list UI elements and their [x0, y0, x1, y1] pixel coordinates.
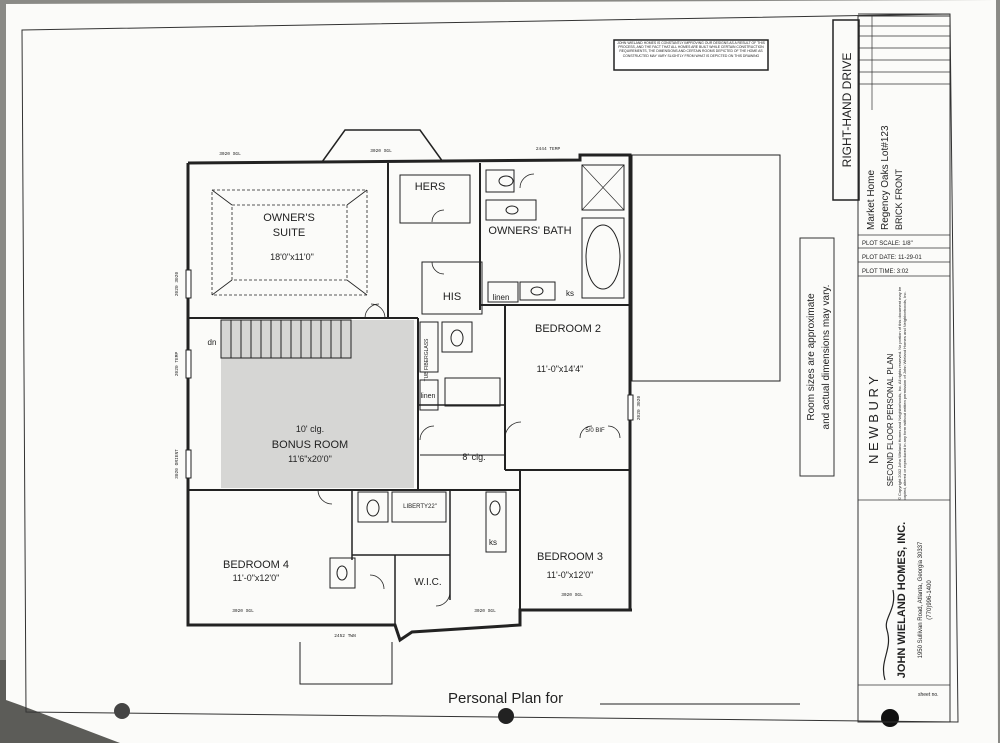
linen-label-2: linen: [421, 393, 436, 400]
hall-ceiling: 8' clg.: [462, 452, 485, 462]
title-block: RIGHT-HAND DRIVE Market Home Regency Oak…: [832, 13, 951, 723]
plan-desc: SECOND FLOOR PERSONAL PLAN: [886, 353, 895, 486]
bedroom3-label: BEDROOM 3: [537, 551, 603, 563]
plot-time: PLOT TIME: 3:02: [862, 269, 909, 275]
window-tag-left-mid: 2020 TEMP: [174, 352, 180, 377]
window-tag-bottom-right-1: 3020 SGL: [474, 608, 496, 614]
window-tag-left-lower: 3020 ORIENT: [174, 449, 180, 479]
window-tag-bottom-left: 3020 SGL: [232, 608, 254, 614]
room-size-note: Room sizes are approximate and actual di…: [799, 237, 835, 477]
owners-bath-label: OWNERS' BATH: [488, 225, 571, 237]
dn-label: dn: [208, 338, 217, 347]
note-line-1: Room sizes are approximate: [806, 293, 817, 421]
window-tag-bay-top: 3020 SGL: [370, 148, 392, 154]
punch-hole-1: [114, 703, 130, 719]
plot-date: PLOT DATE: 11-29-01: [862, 255, 922, 261]
hers-label: HERS: [415, 181, 446, 193]
owners-suite-label-1: OWNER'S: [263, 212, 315, 224]
bedroom3-size: 11'-0"x12'0": [547, 570, 594, 580]
right-hand-drive-label: RIGHT-HAND DRIVE: [840, 53, 854, 168]
window-tag-bottom-right-2: 3020 SGL: [561, 592, 583, 598]
his-label: HIS: [443, 291, 461, 303]
notice-text: JOHN WIELAND HOMES IS CONSTANTLY IMPROVI…: [617, 41, 765, 58]
window-tag-top-left: 3020 SGL: [219, 151, 241, 157]
paper: [6, 0, 998, 743]
bedroom2-size: 11'-0"x14'4": [537, 364, 584, 374]
company-address: 1950 Sullivan Road, Atlanta, Georgia 303…: [918, 541, 924, 658]
owners-suite-label-2: SUITE: [273, 227, 305, 239]
bedroom4-size: 11'-0"x12'0": [233, 573, 280, 583]
sheet-no-label: sheet no.: [918, 692, 939, 698]
linen-label-1: linen: [493, 293, 510, 302]
copyright-text: © Copyright 2002 John Wieland Homes and …: [897, 286, 907, 500]
bif-label: 5/0 BIF: [585, 428, 605, 434]
bonus-room-label: BONUS ROOM: [272, 439, 348, 451]
plan-labels: OWNER'S SUITE 18'0"x11'0" HERS HIS OWNER…: [174, 146, 642, 639]
signature-icon: [883, 589, 895, 681]
notice-box: JOHN WIELAND HOMES IS CONSTANTLY IMPROVI…: [613, 39, 769, 71]
personal-plan-label: Personal Plan for: [448, 690, 563, 707]
liberty-label: LIBERTY22": [403, 504, 437, 510]
plot-scale: PLOT SCALE: 1/8": [862, 241, 913, 247]
window-tag-bottom-mid: 2452 TWN: [334, 633, 356, 639]
owners-suite-size: 18'0"x11'0": [270, 252, 314, 262]
note-line-2: and actual dimensions may vary.: [821, 285, 832, 430]
window-tag-right-mid: 2020 3020: [636, 396, 642, 421]
wic-label: W.I.C.: [414, 577, 441, 588]
bonus-room-size: 11'6"x20'0": [288, 454, 332, 464]
bedroom2-label: BEDROOM 2: [535, 323, 601, 335]
plan-name: N E W B U R Y: [866, 376, 881, 464]
company-name: JOHN WIELAND HOMES, INC.: [896, 522, 908, 678]
front-label: BRICK FRONT: [894, 168, 904, 230]
bonus-ceiling: 10' clg.: [296, 424, 324, 434]
ks-label-1: ks: [566, 289, 574, 298]
market-home-label: Market Home: [866, 170, 877, 230]
bonus-room-floor: [221, 320, 414, 488]
footer: Personal Plan for: [448, 690, 800, 707]
lot-label: Regency Oaks Lot#123: [880, 125, 891, 230]
punch-hole-3: [881, 709, 899, 727]
stairs: [220, 319, 352, 359]
company-phone: (770)996-1400: [927, 580, 933, 620]
window-tag-bath-top: 2444 TEMP: [536, 146, 561, 152]
punch-hole-2: [498, 708, 514, 724]
tub-label: TUB FIBERGLASS: [424, 338, 430, 381]
window-tag-left-upper: 2020 3020: [174, 272, 180, 297]
floor-plan: [185, 129, 781, 685]
bedroom4-label: BEDROOM 4: [223, 559, 289, 571]
ks-label-2: ks: [489, 538, 497, 547]
